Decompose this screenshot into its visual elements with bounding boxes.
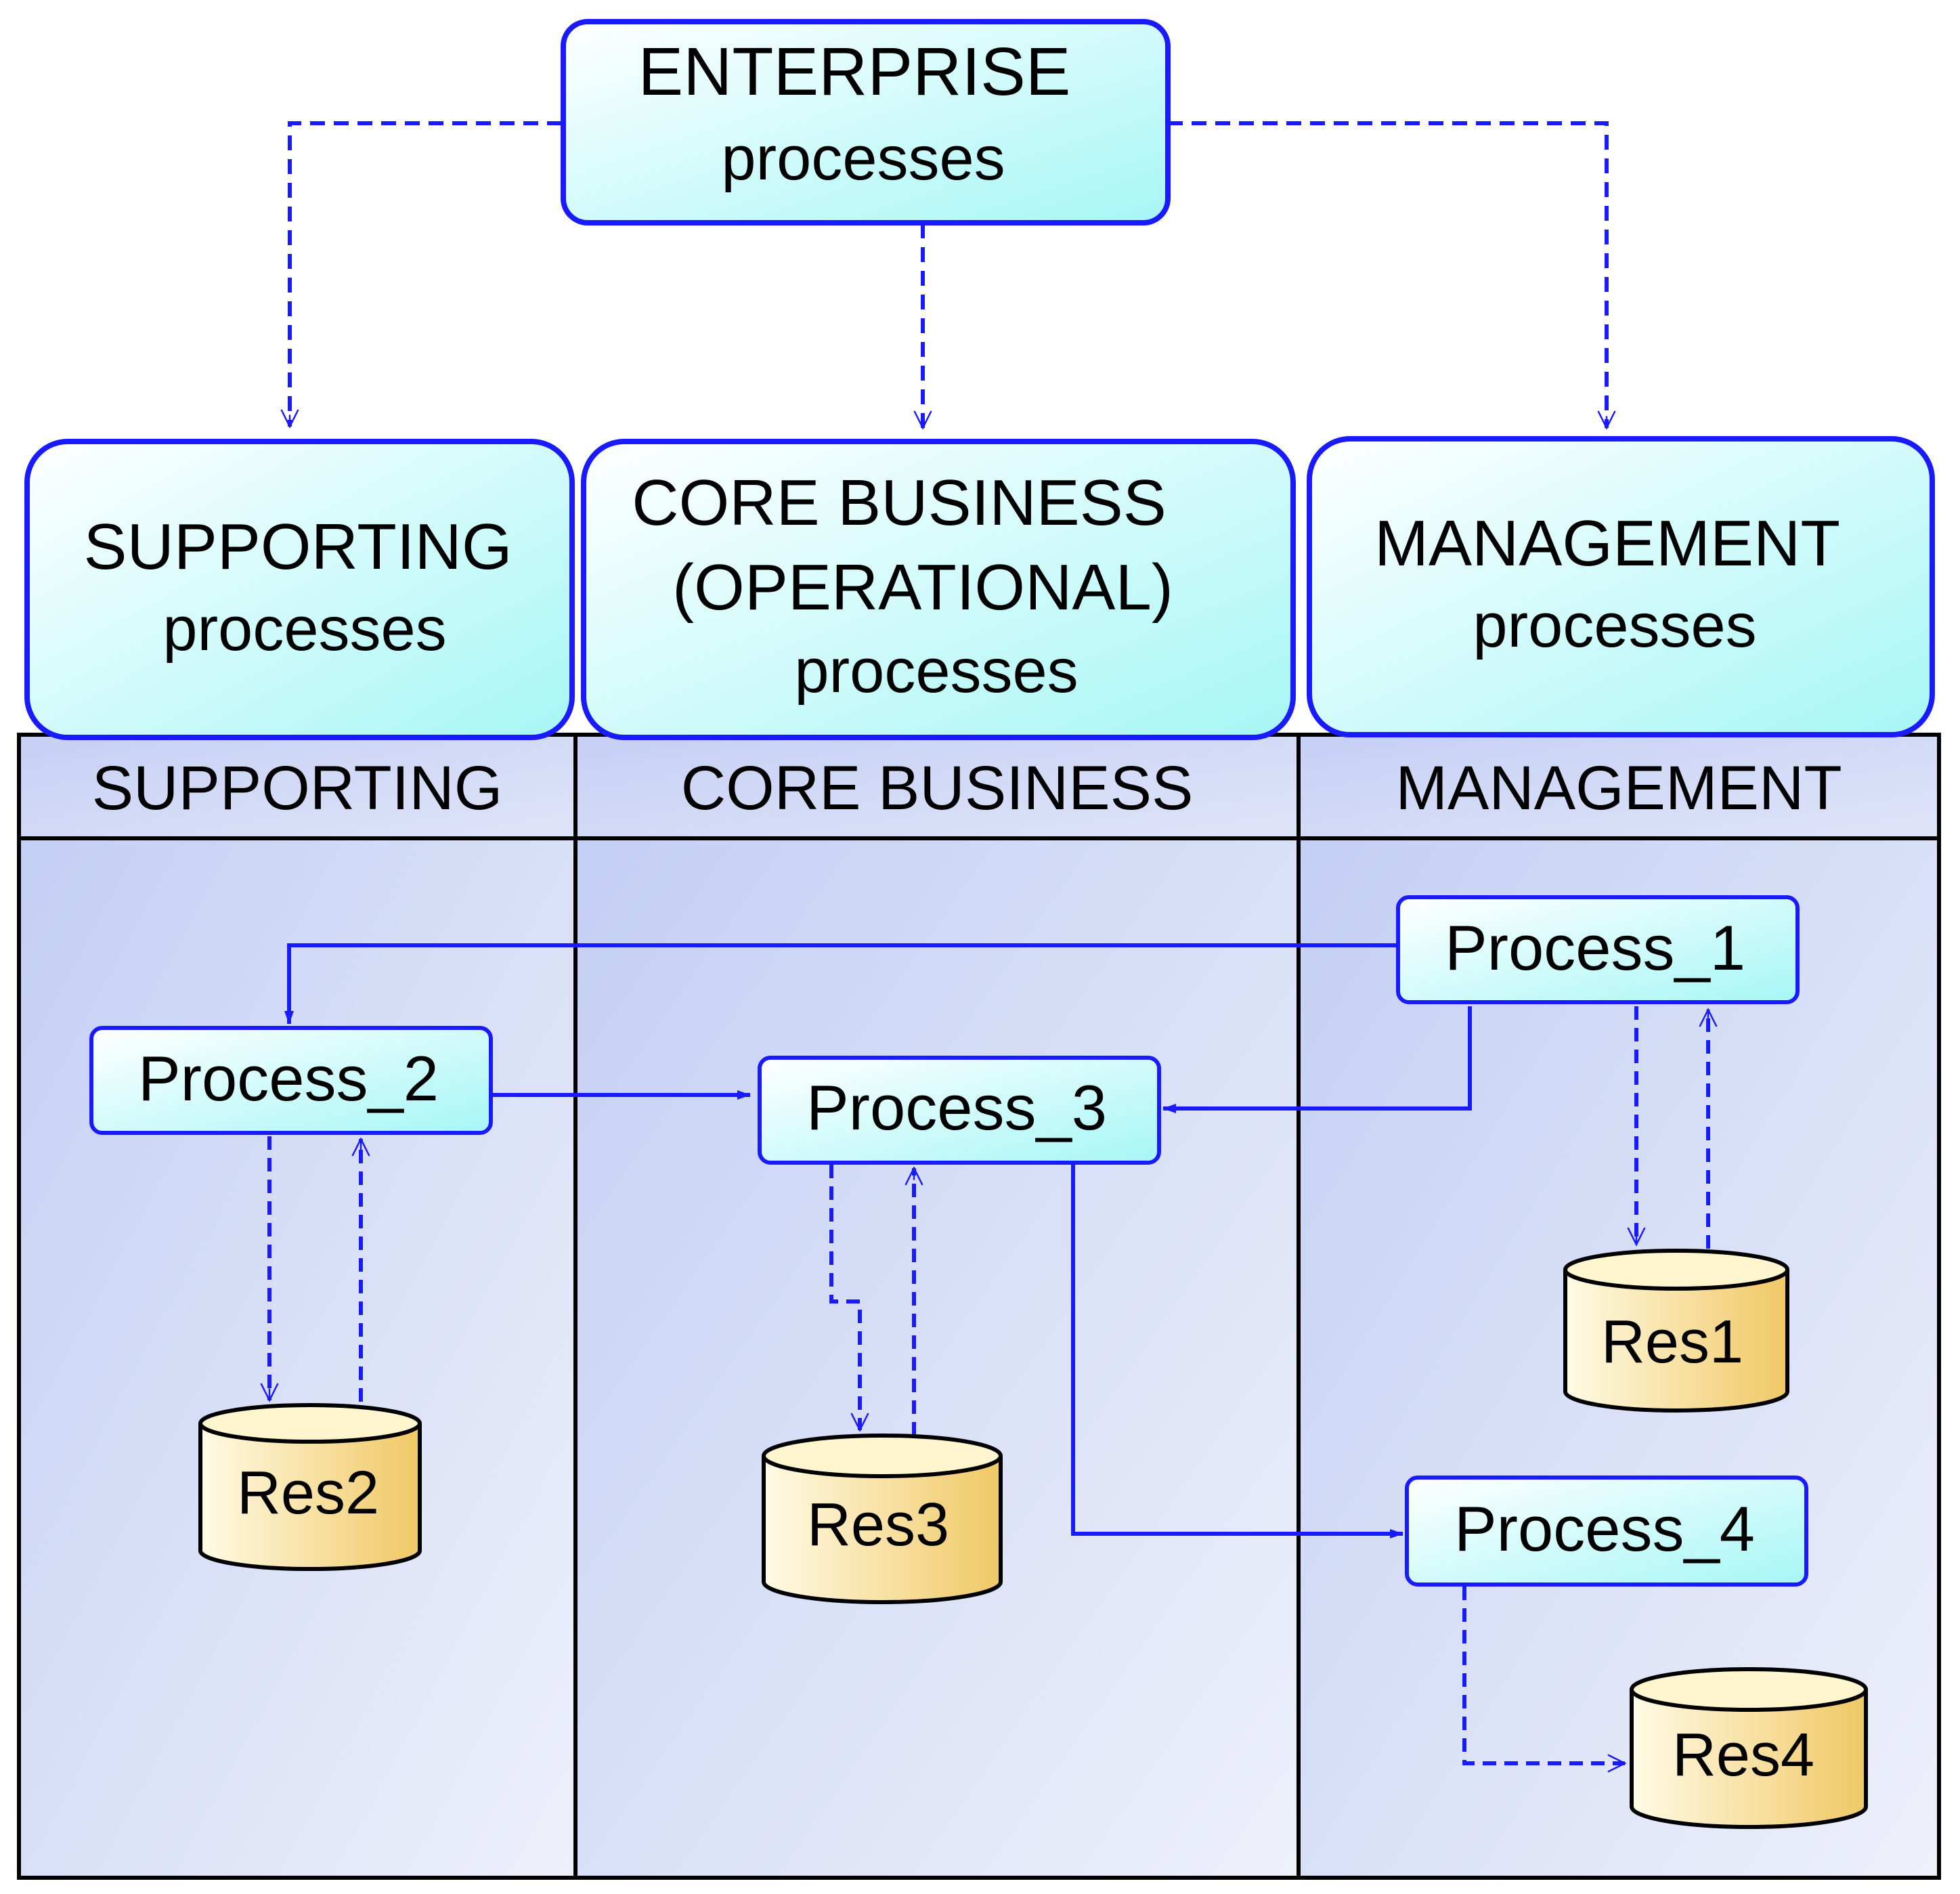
process-3-label: Process_3 [806,1072,1107,1143]
core-processes-label: processes [794,637,1078,706]
lane-body-supporting [19,838,575,1878]
lane-label-management: MANAGEMENT [1395,754,1842,823]
enterprise-connectors [290,121,1607,428]
res3-label: Res3 [807,1491,949,1559]
res4-label: Res4 [1672,1721,1814,1789]
resource-res3[interactable]: Res3 [762,1434,1003,1604]
flow-arrows [284,943,1472,1538]
flow-process3-to-process4 [1071,1165,1403,1538]
process-3[interactable]: Process_3 [758,1056,1161,1165]
swimlane-pool: SUPPORTING CORE BUSINESS MANAGEMENT [17,733,1941,1880]
res2-label: Res2 [237,1459,379,1527]
core-subtitle: (OPERATIONAL) [672,551,1173,624]
flow-process1-to-process2 [284,943,1398,1025]
connector-enterprise-to-management [1168,121,1607,428]
link-process3-to-res3 [829,1165,860,1430]
connector-enterprise-to-supporting [290,121,562,427]
process-2-label: Process_2 [138,1043,439,1114]
resource-res1[interactable]: Res1 [1563,1249,1789,1413]
res1-label: Res1 [1601,1308,1743,1376]
core-processes-box[interactable]: CORE BUSINESS (OPERATIONAL) processes [581,439,1296,740]
process-1-label: Process_1 [1445,912,1745,983]
lane-header-management [1299,735,1939,838]
process-1[interactable]: Process_1 [1396,895,1800,1004]
lane-label-core: CORE BUSINESS [681,754,1194,823]
lane-header-core [575,735,1299,838]
resource-res4[interactable]: Res4 [1630,1667,1868,1829]
process-4-label: Process_4 [1454,1493,1755,1564]
enterprise-title: ENTERPRISE [638,34,1070,110]
lane-label-supporting: SUPPORTING [92,754,503,823]
supporting-subtitle: processes [162,595,446,664]
process-4[interactable]: Process_4 [1405,1476,1808,1587]
resource-res2[interactable]: Res2 [198,1403,422,1571]
management-processes-box[interactable]: MANAGEMENT processes [1307,436,1935,737]
lane-body-core [575,838,1299,1878]
enterprise-subtitle: processes [721,124,1005,193]
supporting-title: SUPPORTING [84,511,513,583]
lane-header-supporting [19,735,575,838]
resource-links [269,1006,1708,1763]
process-2[interactable]: Process_2 [89,1026,493,1135]
management-subtitle: processes [1473,591,1756,660]
management-title: MANAGEMENT [1374,507,1840,580]
link-process4-to-res4 [1462,1587,1625,1763]
core-title: CORE BUSINESS [632,467,1167,539]
flow-process1-to-process3 [1162,1006,1472,1113]
enterprise-box[interactable]: ENTERPRISE processes [561,19,1171,225]
supporting-processes-box[interactable]: SUPPORTING processes [24,439,575,740]
